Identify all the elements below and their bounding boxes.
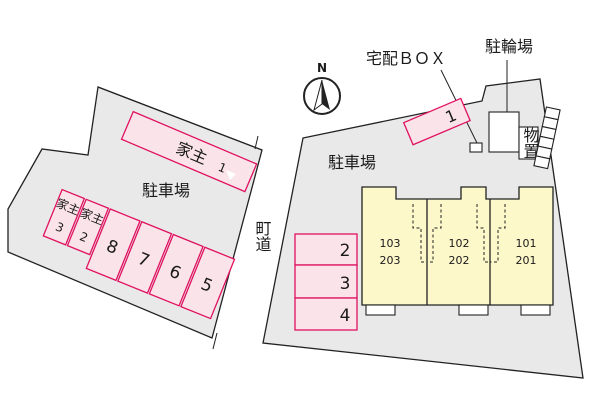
storage-racks xyxy=(533,106,561,170)
owner-space-1-outline xyxy=(120,110,258,193)
left-lot: 家主 1 駐車場 家主 3 家主 2 8 7 xyxy=(7,86,263,350)
left-lot-edge-mark xyxy=(212,332,218,350)
unit-entry-step xyxy=(365,304,396,316)
parking-space-5[interactable]: 5 xyxy=(180,246,236,320)
owner-space-3-outline xyxy=(42,188,86,246)
parking-space-7-outline xyxy=(116,220,173,294)
unit-entry-step xyxy=(520,304,551,316)
unit-upper-number: 101 xyxy=(516,237,537,250)
unit-lower-number: 202 xyxy=(449,254,470,267)
right-parking-space-4-outline xyxy=(294,297,358,331)
owner-space-2-outline xyxy=(66,198,110,256)
unit-stairs-3 xyxy=(476,204,490,263)
storage-shed[interactable] xyxy=(518,126,539,160)
apartment-building: 103 203 102 202 101 201 xyxy=(361,186,554,316)
parking-space-6-outline xyxy=(148,233,204,307)
unit-101-201[interactable]: 101 201 xyxy=(516,237,537,267)
right-parking-space-2[interactable]: 2 xyxy=(294,233,358,266)
unit-stairs-4 xyxy=(490,204,506,263)
unit-102-202[interactable]: 102 202 xyxy=(449,237,470,267)
north-label: N xyxy=(317,61,327,75)
parking-space-8[interactable]: 8 xyxy=(85,208,141,282)
owner-space-1[interactable]: 家主 1 xyxy=(120,110,258,193)
left-lot-edge-mark xyxy=(254,135,259,150)
storage-rack xyxy=(533,155,551,170)
right-lot: 宅配ＢＯＸ 駐輪場 物置 1 駐車場 2 3 xyxy=(262,37,584,379)
left-lot-boundary-top xyxy=(97,86,263,151)
right-parking-space-3[interactable]: 3 xyxy=(294,264,358,299)
owner-space-1-notch xyxy=(226,170,236,180)
owner-space-2[interactable]: 家主 2 xyxy=(66,198,110,256)
right-parking-space-1-outline xyxy=(402,97,471,146)
parking-space-8-outline xyxy=(85,208,141,282)
right-parking-space-4[interactable]: 4 xyxy=(294,297,358,331)
road-label-char-1: 町道 xyxy=(253,220,272,252)
unit-lower-number: 203 xyxy=(380,254,401,267)
unit-lower-number: 201 xyxy=(516,254,537,267)
parking-space-6[interactable]: 6 xyxy=(148,233,204,307)
storage-label: 物置 xyxy=(521,127,540,159)
unit-stairs-1 xyxy=(412,204,427,263)
parking-space-5-outline xyxy=(180,246,236,320)
unit-stairs-2 xyxy=(427,204,442,263)
delivery-box-label: 宅配ＢＯＸ xyxy=(366,49,446,68)
unit-upper-number: 103 xyxy=(380,237,401,250)
left-parking-label: 駐車場 xyxy=(142,181,190,200)
delivery-box[interactable] xyxy=(469,142,483,153)
right-parking-space-2-outline xyxy=(294,233,358,266)
left-spaces-row: 家主 3 家主 2 8 7 6 5 xyxy=(42,188,236,320)
owner-space-3[interactable]: 家主 3 xyxy=(42,188,86,246)
right-parking-label: 駐車場 xyxy=(328,153,376,172)
right-parking-space-3-number: 3 xyxy=(340,274,351,294)
north-arrow: N xyxy=(303,61,341,115)
unit-entry-step xyxy=(458,304,489,316)
north-needle-right xyxy=(322,80,330,110)
unit-103-203[interactable]: 103 203 xyxy=(380,237,401,267)
right-parking-space-4-number: 4 xyxy=(340,306,351,326)
unit-upper-number: 102 xyxy=(449,237,470,250)
bicycle-parking-label: 駐輪場 xyxy=(485,37,533,56)
right-parking-space-2-number: 2 xyxy=(340,241,351,261)
road-label: 町道 xyxy=(253,220,272,252)
bicycle-parking[interactable] xyxy=(488,111,520,153)
parking-space-7[interactable]: 7 xyxy=(116,220,173,294)
right-parking-space-1[interactable]: 1 xyxy=(402,97,471,146)
